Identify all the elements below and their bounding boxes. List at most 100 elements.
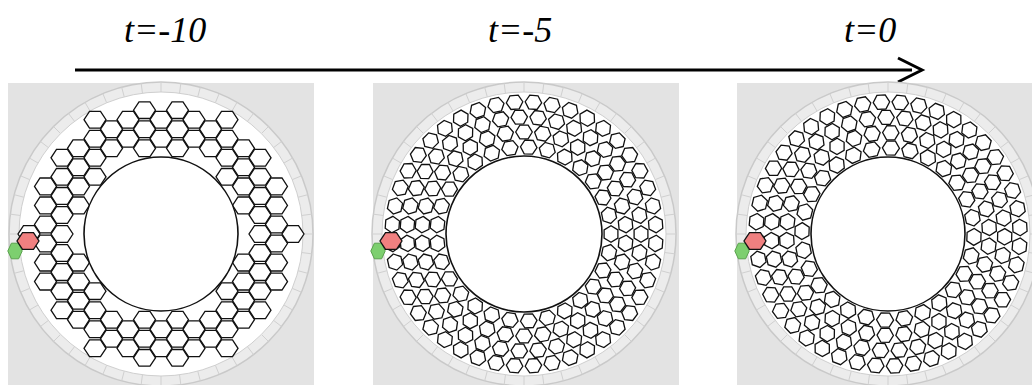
- cell: [443, 135, 458, 151]
- wall-segment: [403, 320, 411, 326]
- cell: [400, 235, 414, 251]
- cell: [947, 111, 961, 127]
- wall-segment: [485, 371, 488, 381]
- cell: [627, 189, 643, 205]
- wall-segment: [524, 376, 525, 385]
- cell: [614, 254, 629, 270]
- cell: [959, 192, 975, 208]
- cell: [1005, 183, 1021, 199]
- cell: [530, 111, 546, 126]
- cell: [915, 115, 931, 131]
- wall-segment: [748, 288, 757, 292]
- cell: [645, 254, 660, 270]
- wall-segment: [647, 158, 656, 163]
- cell: [516, 329, 533, 343]
- cell: [985, 175, 1001, 190]
- wall-segment: [247, 113, 253, 121]
- cell: [774, 178, 790, 193]
- wall-segment: [448, 102, 453, 111]
- cell: [797, 204, 813, 220]
- cell: [539, 142, 555, 158]
- cell: [558, 303, 573, 319]
- cell: [216, 340, 238, 357]
- cell: [841, 319, 856, 335]
- wall-segment: [247, 347, 253, 355]
- cell: [521, 314, 538, 328]
- cell: [596, 332, 611, 348]
- cell: [987, 150, 1003, 165]
- wall-segment: [781, 127, 788, 134]
- cell: [830, 138, 844, 154]
- cell: [601, 207, 616, 223]
- wall-segment: [68, 347, 74, 355]
- time-label: t=-10: [124, 12, 206, 48]
- wall-segment: [372, 234, 382, 235]
- wall-segment: [812, 102, 817, 111]
- cell: [558, 149, 573, 165]
- wall-segment: [988, 127, 995, 134]
- wall-segment: [907, 83, 908, 93]
- cell: [801, 261, 817, 277]
- wall-segment: [384, 176, 393, 180]
- wall-segment: [610, 347, 616, 355]
- cell: [785, 318, 801, 334]
- wall-segment: [795, 113, 801, 121]
- cell: [982, 284, 998, 298]
- cell: [1009, 257, 1025, 273]
- cell: [425, 272, 441, 287]
- cell: [649, 216, 663, 233]
- cell: [982, 219, 997, 235]
- cell: [640, 180, 656, 196]
- cell: [763, 287, 779, 302]
- cell: [544, 355, 560, 370]
- cell: [849, 355, 865, 371]
- cell: [453, 286, 469, 302]
- wall-segment: [974, 347, 980, 355]
- cell: [1012, 238, 1027, 255]
- cell: [929, 103, 944, 119]
- cell: [836, 334, 851, 350]
- wall-segment: [595, 102, 600, 111]
- cell: [468, 154, 483, 170]
- cell: [403, 198, 418, 214]
- cell: [649, 235, 663, 252]
- cell: [795, 147, 811, 163]
- wall-segment: [298, 271, 308, 274]
- wall-segment: [661, 271, 671, 274]
- cell: [470, 102, 486, 118]
- cell: [820, 109, 835, 125]
- cell: [448, 151, 463, 167]
- cell: [752, 195, 768, 211]
- wall-segment: [849, 371, 852, 381]
- wall-segment: [261, 334, 268, 341]
- cell: [441, 182, 457, 196]
- cell: [886, 359, 903, 374]
- cell: [595, 263, 611, 278]
- panel: [735, 82, 1032, 385]
- cell: [521, 140, 538, 154]
- cell: [990, 266, 1006, 281]
- cell: [604, 226, 618, 243]
- cell: [392, 272, 408, 288]
- wall-segment: [1025, 195, 1032, 198]
- cell: [562, 350, 578, 366]
- cell: [417, 164, 433, 178]
- panel-ground: [373, 83, 679, 385]
- cell: [994, 293, 1010, 307]
- cell: [877, 328, 893, 342]
- tissue-ground: [19, 92, 303, 376]
- cell: [920, 133, 935, 149]
- wall-segment: [292, 288, 301, 292]
- cell: [601, 245, 616, 261]
- cell: [810, 299, 826, 315]
- wall-segment: [925, 87, 928, 97]
- cell: [825, 311, 840, 327]
- cell: [809, 134, 824, 150]
- lumen: [811, 157, 965, 311]
- wall-segment: [665, 214, 675, 215]
- cell: [216, 111, 238, 128]
- wall-segment: [10, 214, 20, 215]
- wall-segment: [655, 288, 664, 292]
- cell: [920, 150, 935, 166]
